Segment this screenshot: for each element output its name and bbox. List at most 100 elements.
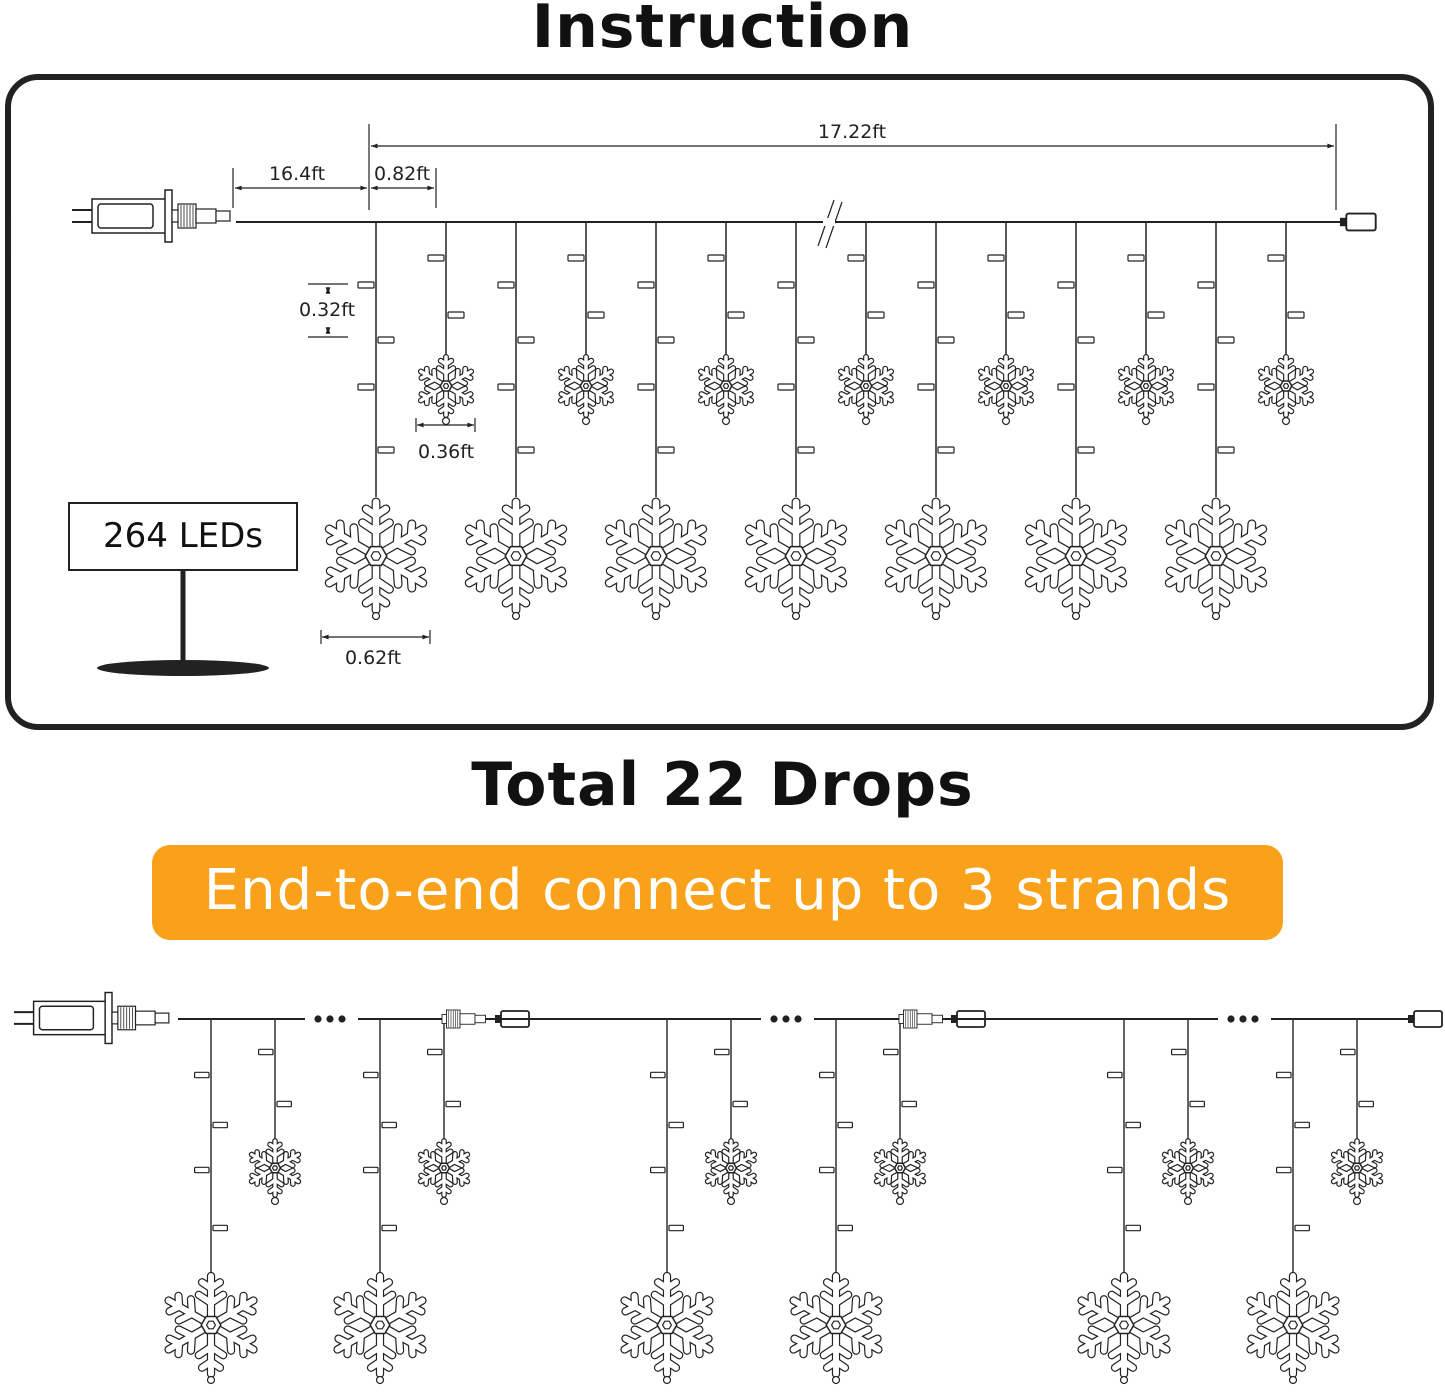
plug-flange: [104, 991, 113, 1045]
ellipsis-dot: [1227, 1015, 1235, 1023]
snowflake-end-cap: [1288, 1375, 1298, 1385]
led-bulb-icon: [377, 446, 395, 454]
snowflake-branch: [1233, 540, 1255, 555]
snowflake-branch: [664, 1279, 679, 1292]
snowflake-branch: [827, 532, 845, 545]
snowflake-end-cap: [375, 1375, 385, 1385]
snowflake-branch: [743, 373, 753, 380]
snowflake-branch: [717, 397, 728, 406]
snowflake-branch: [372, 519, 393, 535]
large-snowflake-icon: [1246, 1271, 1340, 1385]
snowflake-branch: [1332, 1173, 1342, 1180]
led-bulb-icon: [1287, 311, 1305, 319]
snowflake-hub-inner: [1070, 551, 1082, 561]
snowflake-branch: [444, 358, 454, 366]
snowflake-branch: [227, 1311, 247, 1324]
snowflake-end-cap: [1211, 611, 1221, 621]
snowflake-branch: [364, 1344, 383, 1359]
snowflake-branch: [444, 366, 455, 375]
snowflake-branch: [1348, 1178, 1359, 1187]
snowflake-branch: [407, 573, 416, 592]
snowflake-branch: [967, 573, 976, 592]
snowflake-branch: [718, 1152, 723, 1164]
snowflake-branch: [512, 519, 533, 535]
snowflake-branch: [1155, 390, 1160, 403]
snowflake-branch: [800, 1292, 808, 1310]
snowflake-branch: [452, 1172, 457, 1184]
snowflake-branch: [607, 567, 625, 580]
large-snowflake-icon: [744, 497, 848, 621]
snowflake-branch: [1152, 1340, 1160, 1358]
led-bulb-icon: [447, 311, 465, 319]
small-snowflake-icon: [557, 354, 615, 426]
snowflake-branch: [864, 366, 875, 375]
snowflake-branch: [1036, 520, 1045, 539]
snowflake-branch: [845, 386, 857, 395]
snowflake-branch: [1062, 593, 1080, 607]
led-bulb-icon: [1217, 336, 1235, 344]
snowflake-branch: [687, 573, 696, 592]
page-title: Instruction: [531, 0, 914, 62]
snowflake-branch: [336, 520, 345, 539]
snowflake-end-cap: [511, 611, 521, 621]
led-bulb-icon: [357, 383, 375, 391]
snowflake-branch: [1027, 567, 1045, 580]
snowflake-branch: [577, 397, 588, 406]
snowflake-branch: [617, 557, 639, 572]
snowflake-branch: [438, 406, 448, 414]
end-connector-icon: [1340, 212, 1377, 232]
ellipsis-dot: [338, 1015, 346, 1023]
snowflake-branch: [335, 1335, 352, 1347]
connector-icon: [171, 203, 231, 229]
snowflake-branch: [770, 524, 779, 548]
snowflake-branch: [250, 1173, 260, 1180]
snowflake-branch: [1168, 1168, 1180, 1176]
snowflake-branch: [1337, 1168, 1349, 1176]
led-bulb-icon: [194, 1071, 210, 1079]
large-snowflake-icon: [1164, 497, 1268, 621]
led-bulb-icon: [427, 254, 445, 262]
snowflake-branch: [1344, 1152, 1349, 1164]
led-bulb-icon: [668, 1224, 684, 1232]
snowflake-branch: [652, 519, 673, 535]
snowflake-branch: [499, 577, 520, 593]
snowflake-branch: [377, 1291, 396, 1306]
small-snowflake-width-label: 0.36ft: [418, 441, 474, 463]
snowflake-branch: [1119, 392, 1129, 399]
led-bulb-icon: [707, 254, 725, 262]
arrow-head: [325, 327, 331, 334]
small-snowflake-icon: [1257, 354, 1315, 426]
snowflake-branch: [490, 524, 499, 548]
snowflake-branch: [919, 577, 940, 593]
large-snowflake-icon: [164, 1271, 258, 1385]
snowflake-branch: [290, 1156, 300, 1163]
snowflake-branch: [724, 366, 735, 375]
snowflake-end-cap: [1352, 1196, 1362, 1206]
snowflake-branch: [1004, 358, 1014, 366]
snowflake-branch: [1112, 1358, 1127, 1371]
snowflake-branch: [1186, 1149, 1197, 1158]
dimension-arrow: [322, 634, 429, 640]
snowflake-branch: [820, 1344, 839, 1359]
snowflake-branch: [1295, 377, 1307, 386]
snowflake-branch: [1023, 373, 1033, 380]
led-bulb-icon: [1057, 383, 1075, 391]
snowflake-branch: [915, 1156, 925, 1163]
snowflake-branch: [1132, 369, 1137, 382]
snowflake-branch: [1037, 557, 1059, 572]
snowflake-hub-inner: [1142, 383, 1150, 389]
snowflake-branch: [979, 392, 989, 399]
snowflake-branch: [673, 540, 695, 555]
snowflake-branch: [1015, 377, 1027, 386]
led-bulb-icon: [258, 1048, 274, 1056]
snowflake-branch: [813, 564, 822, 588]
snowflake-branch: [1272, 369, 1277, 382]
snowflake-branch: [875, 377, 887, 386]
snowflake-branch: [1309, 1311, 1329, 1324]
snowflake-branch: [833, 1291, 852, 1306]
led-bulb-icon: [713, 1048, 730, 1056]
led-bulb-icon: [1339, 1048, 1356, 1056]
large-snowflake-icon: [333, 1271, 427, 1385]
snowflake-branch: [1144, 358, 1154, 366]
led-bulb-icon: [937, 336, 955, 344]
